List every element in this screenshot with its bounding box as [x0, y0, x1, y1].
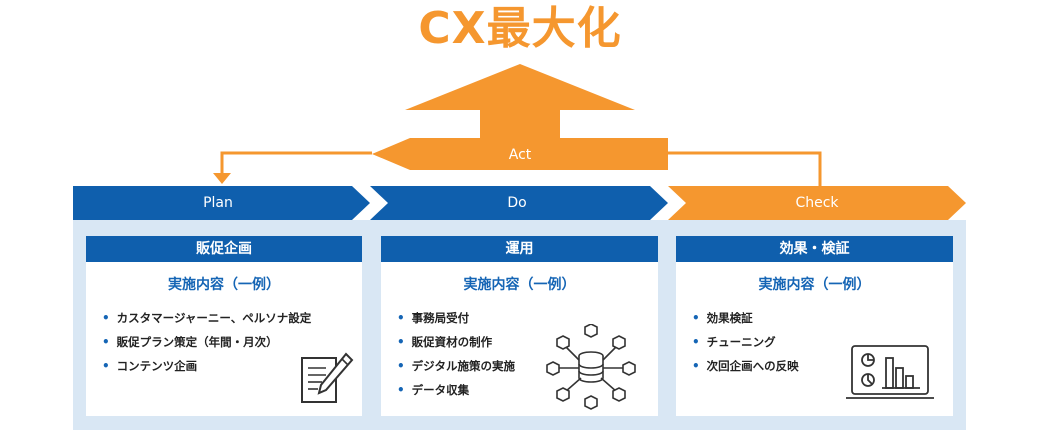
list-item: チューニング	[692, 330, 953, 354]
dashboard-chart-icon	[846, 345, 934, 399]
check-chevron	[668, 186, 966, 220]
card-check: 効果・検証 実施内容（一例） 効果検証 チューニング 次回企画への反映	[676, 236, 953, 416]
list-item: 事務局受付	[397, 306, 658, 330]
list-item: デジタル施策の実施	[397, 354, 658, 378]
act-arrow-band	[372, 138, 668, 170]
card-check-heading: 効果・検証	[676, 236, 953, 262]
phase-do-label: Do	[507, 195, 527, 211]
list-item: 販促資材の制作	[397, 330, 658, 354]
feedback-line-right	[668, 151, 822, 186]
list-item: データ収集	[397, 378, 658, 402]
list-item: カスタマージャーニー、ペルソナ設定	[102, 306, 362, 330]
card-do-subheading: 実施内容（一例）	[463, 277, 576, 293]
do-chevron	[370, 186, 668, 220]
up-arrow	[405, 64, 635, 140]
card-check-subheading: 実施内容（一例）	[758, 277, 871, 293]
card-check-list: 効果検証 チューニング 次回企画への反映	[676, 306, 953, 378]
list-item: コンテンツ企画	[102, 354, 362, 378]
database-network-icon	[546, 324, 636, 410]
phase-check-label: Check	[795, 195, 839, 211]
plan-chevron	[73, 186, 370, 220]
card-do-heading: 運用	[381, 236, 658, 262]
card-do-list: 事務局受付 販促資材の制作 デジタル施策の実施 データ収集	[381, 306, 658, 402]
list-item: 販促プラン策定（年間・月次）	[102, 330, 362, 354]
card-plan-subheading: 実施内容（一例）	[168, 277, 280, 293]
plan-arrow-head	[213, 173, 231, 184]
list-item: 効果検証	[692, 306, 953, 330]
card-plan-list: カスタマージャーニー、ペルソナ設定 販促プラン策定（年間・月次） コンテンツ企画	[86, 306, 362, 378]
card-plan: 販促企画 実施内容（一例） カスタマージャーニー、ペルソナ設定 販促プラン策定（…	[86, 236, 362, 416]
feedback-line-left	[220, 151, 372, 174]
document-pen-icon	[301, 352, 354, 403]
card-plan-heading: 販促企画	[86, 236, 362, 262]
card-do: 運用 実施内容（一例） 事務局受付 販促資材の制作 デジタル施策の実施 データ収…	[381, 236, 658, 416]
list-item: 次回企画への反映	[692, 354, 953, 378]
act-label: Act	[508, 147, 532, 163]
page-title: CX最大化	[418, 3, 622, 54]
phase-plan-label: Plan	[203, 195, 233, 211]
